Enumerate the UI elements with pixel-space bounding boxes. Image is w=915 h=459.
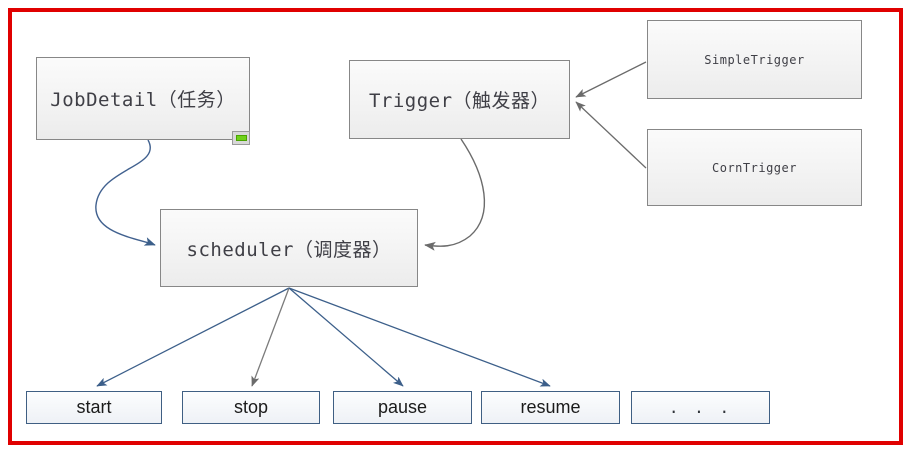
node-trigger[interactable]: Trigger（触发器） (349, 60, 570, 139)
node-simpletrigger-label: SimpleTrigger (704, 52, 805, 67)
node-corntrigger-label: CornTrigger (712, 160, 797, 175)
action-box-resume[interactable]: resume (481, 391, 620, 424)
action-box-pause[interactable]: pause (333, 391, 472, 424)
action-box-more[interactable]: . . . (631, 391, 770, 424)
action-box-stop[interactable]: stop (182, 391, 320, 424)
action-box-start-label: start (76, 397, 112, 417)
node-scheduler[interactable]: scheduler（调度器） (160, 209, 418, 287)
node-corntrigger[interactable]: CornTrigger (647, 129, 862, 206)
action-box-resume-label: resume (520, 397, 581, 417)
collapse-handle-icon[interactable] (232, 131, 250, 145)
action-box-more-label: . . . (668, 398, 733, 417)
node-scheduler-label: scheduler（调度器） (186, 238, 392, 261)
node-trigger-label: Trigger（触发器） (368, 90, 551, 112)
node-jobdetail[interactable]: JobDetail（任务） (36, 57, 250, 140)
action-box-stop-label: stop (233, 397, 269, 417)
node-simpletrigger[interactable]: SimpleTrigger (647, 20, 862, 99)
node-jobdetail-label: JobDetail（任务） (50, 89, 236, 111)
action-box-start[interactable]: start (26, 391, 162, 424)
action-box-pause-label: pause (377, 397, 428, 417)
collapse-handle-glyph (235, 135, 247, 141)
